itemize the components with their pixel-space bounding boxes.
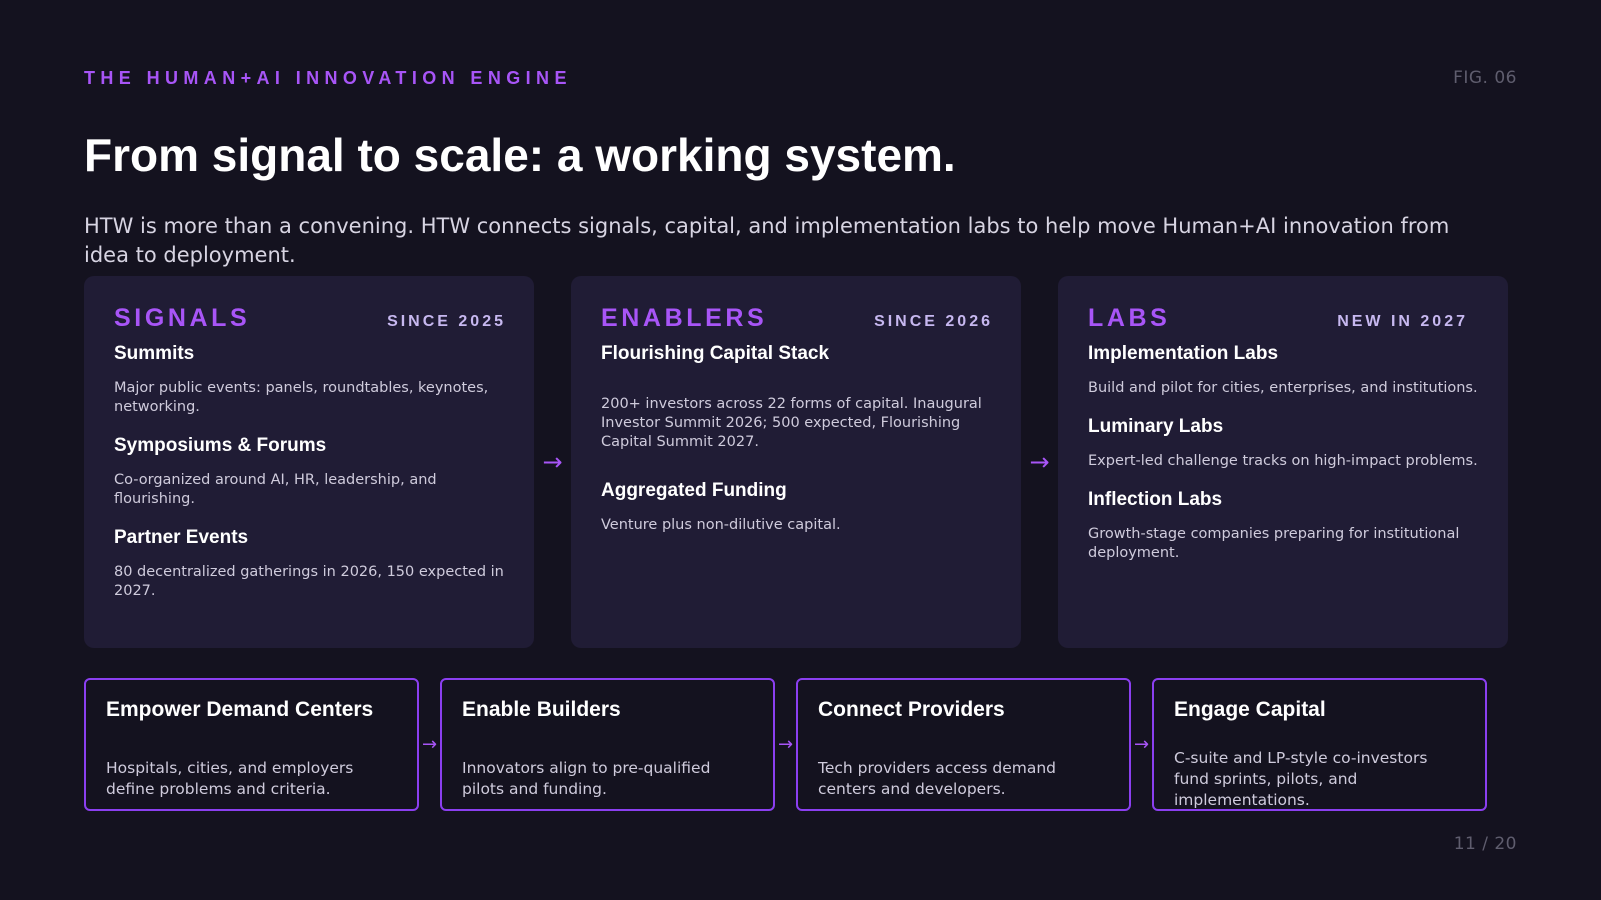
pillar-item-title: Inflection Labs — [1088, 489, 1223, 510]
pillars-row: SIGNALS SINCE 2025 Summits Major public … — [84, 276, 1508, 648]
pillar-item: Partner Events 80 decentralized gatherin… — [114, 527, 506, 601]
page-title: From signal to scale: a working system. — [84, 129, 956, 181]
flow-step-desc: Hospitals, cities, and employers define … — [106, 759, 354, 798]
pillar-item-title: Luminary Labs — [1088, 416, 1224, 437]
flow-step-capital: Engage Capital C-suite and LP-style co-i… — [1152, 678, 1487, 811]
page-number: 11 / 20 — [1453, 834, 1517, 854]
pillar-item-desc: Venture plus non-dilutive capital. — [601, 517, 841, 533]
pillar-header: LABS NEW IN 2027 — [1088, 304, 1480, 333]
arrow-right-icon: → — [542, 448, 563, 476]
pillar-header: SIGNALS SINCE 2025 — [114, 304, 506, 333]
flow-step-title: Empower Demand Centers — [106, 698, 374, 721]
pillar-item-desc: Growth-stage companies preparing for ins… — [1088, 526, 1460, 561]
pillar-item: Inflection Labs Growth-stage companies p… — [1088, 489, 1480, 563]
pillar-item-desc: 80 decentralized gatherings in 2026, 150… — [114, 564, 504, 599]
pillar-item-desc: 200+ investors across 22 forms of capita… — [601, 396, 982, 450]
pillar-item-desc: Expert-led challenge tracks on high-impa… — [1088, 453, 1478, 469]
pillar-since: SINCE 2026 — [874, 313, 993, 330]
pillar-since: SINCE 2025 — [387, 313, 506, 330]
pillar-item-title: Aggregated Funding — [601, 480, 787, 501]
pillar-name: SIGNALS — [114, 304, 251, 332]
flow-step-demand-centers: Empower Demand Centers Hospitals, cities… — [84, 678, 419, 811]
flow-step-title: Connect Providers — [818, 698, 1005, 721]
pillar-item-title: Summits — [114, 343, 195, 364]
pillar-item: Summits Major public events: panels, rou… — [114, 343, 506, 417]
page-subtitle: HTW is more than a convening. HTW connec… — [84, 214, 1450, 267]
flow-step-builders: Enable Builders Innovators align to pre-… — [440, 678, 775, 811]
arrow-right-icon: → — [777, 734, 794, 755]
pillar-name: LABS — [1088, 304, 1171, 332]
eyebrow-label: THE HUMAN+AI INNOVATION ENGINE — [84, 68, 572, 88]
pillar-card-signals: SIGNALS SINCE 2025 Summits Major public … — [84, 276, 534, 648]
pillar-item: Symposiums & Forums Co-organized around … — [114, 435, 506, 509]
pillar-item: Aggregated Funding Venture plus non-dilu… — [601, 480, 993, 535]
pillar-item-title: Partner Events — [114, 527, 249, 548]
pillar-since: NEW IN 2027 — [1337, 313, 1468, 330]
arrow-right-icon: → — [1029, 448, 1050, 476]
pillar-header: ENABLERS SINCE 2026 — [601, 304, 993, 333]
pillar-item: Flourishing Capital Stack 200+ investors… — [601, 343, 993, 452]
pillar-item-title: Symposiums & Forums — [114, 435, 327, 456]
flow-step-title: Enable Builders — [462, 698, 621, 721]
pillar-card-labs: LABS NEW IN 2027 Implementation Labs Bui… — [1058, 276, 1508, 648]
pillar-item: Implementation Labs Build and pilot for … — [1088, 343, 1480, 398]
flow-step-desc: Innovators align to pre-qualified pilots… — [462, 759, 711, 798]
arrow-right-icon: → — [421, 734, 438, 755]
pillar-item-title: Implementation Labs — [1088, 343, 1279, 364]
pillar-item-desc: Major public events: panels, roundtables… — [114, 380, 489, 415]
flow-step-desc: C-suite and LP-style co-investors fund s… — [1174, 749, 1428, 809]
pillar-item-title: Flourishing Capital Stack — [601, 343, 830, 364]
flow-step-title: Engage Capital — [1174, 698, 1326, 721]
flow-step-providers: Connect Providers Tech providers access … — [796, 678, 1131, 811]
figure-number: FIG. 06 — [1453, 68, 1517, 88]
pillar-item-desc: Co-organized around AI, HR, leadership, … — [114, 472, 437, 507]
pillar-item: Luminary Labs Expert-led challenge track… — [1088, 416, 1480, 471]
pillar-name: ENABLERS — [601, 304, 768, 332]
flow-step-desc: Tech providers access demand centers and… — [818, 759, 1057, 798]
arrow-right-icon: → — [1133, 734, 1150, 755]
pillar-item-desc: Build and pilot for cities, enterprises,… — [1088, 380, 1478, 396]
pillar-card-enablers: ENABLERS SINCE 2026 Flourishing Capital … — [571, 276, 1021, 648]
flow-row: Empower Demand Centers Hospitals, cities… — [84, 678, 1487, 811]
